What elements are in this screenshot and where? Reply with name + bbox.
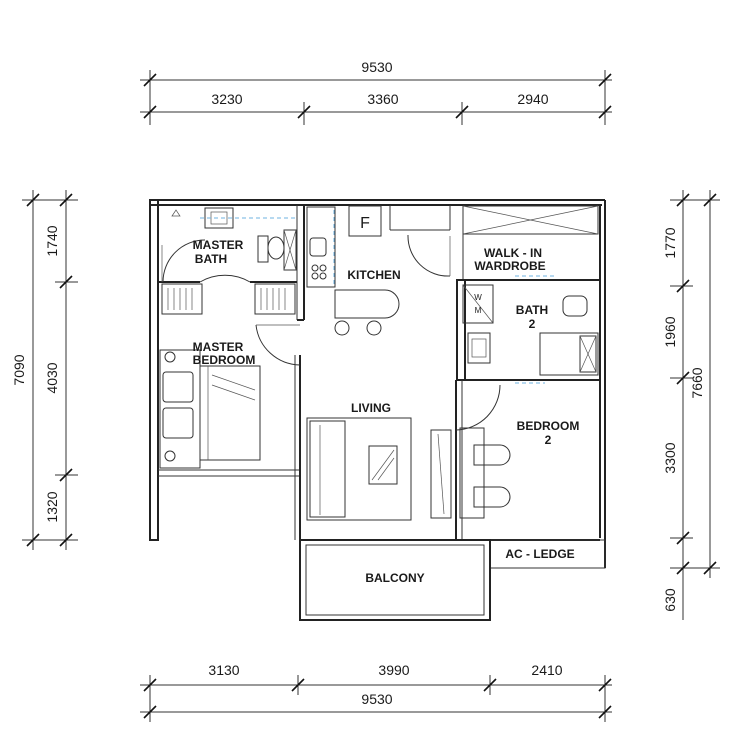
master-bath-walls xyxy=(158,239,297,283)
kitchen-fixtures xyxy=(306,205,451,336)
master-bedroom-door xyxy=(255,319,304,366)
top-dimension-1: 3230 xyxy=(211,91,242,107)
master-bed xyxy=(159,349,261,469)
walk-in-wardrobe-label-line1: WALK - IN xyxy=(484,246,542,260)
right-total-dimension: 7660 xyxy=(689,367,705,398)
bottom-dimension-lines xyxy=(140,675,612,722)
ac-ledge-label: AC - LEDGE xyxy=(505,547,574,561)
top-total-dimension: 9530 xyxy=(361,59,392,75)
master-bath-label-line1: MASTER xyxy=(193,238,244,252)
balcony-label: BALCONY xyxy=(365,571,424,585)
bath-2-fixtures xyxy=(456,279,600,384)
balcony-walls xyxy=(299,539,491,621)
bottom-dimension-2: 3990 xyxy=(378,662,409,678)
right-dimension-1: 1770 xyxy=(662,227,678,258)
bedroom-2-label-line2: 2 xyxy=(545,433,552,447)
right-dimension-2: 1960 xyxy=(662,316,678,347)
bath-2-label-line1: BATH xyxy=(516,303,548,317)
right-dimension-3: 3300 xyxy=(662,442,678,473)
left-dimension-3: 1320 xyxy=(44,491,60,522)
top-dimension-3: 2940 xyxy=(517,91,548,107)
right-dimension-4: 630 xyxy=(662,588,678,612)
right-dimension-lines xyxy=(670,190,720,620)
kitchen-label: KITCHEN xyxy=(347,268,400,282)
bedroom-2-label-line1: BEDROOM xyxy=(517,419,580,433)
bath-2-label-line2: 2 xyxy=(529,317,536,331)
living-label: LIVING xyxy=(351,401,391,415)
fridge-icon: F xyxy=(360,215,370,232)
master-bedroom-label-line2: BEDROOM xyxy=(193,353,256,367)
walk-in-wardrobe-label-line2: WARDROBE xyxy=(474,259,545,273)
exterior-walls xyxy=(149,199,606,568)
left-dimension-1: 1740 xyxy=(44,225,60,256)
top-dimension-lines xyxy=(140,70,612,125)
bottom-total-dimension: 9530 xyxy=(361,691,392,707)
living-furniture xyxy=(306,417,452,521)
left-dimension-lines xyxy=(22,190,78,550)
left-total-dimension: 7090 xyxy=(11,354,27,385)
master-fixtures xyxy=(161,207,297,315)
left-dimension-2: 4030 xyxy=(44,362,60,393)
bottom-dimension-3: 2410 xyxy=(531,662,562,678)
washer-icon: W xyxy=(474,293,482,302)
master-bedroom-label-line1: MASTER xyxy=(193,340,244,354)
master-bath-label-line2: BATH xyxy=(195,252,227,266)
top-dimension-2: 3360 xyxy=(367,91,398,107)
wardrobe-icon: M xyxy=(475,306,482,315)
walk-in-wardrobe-fixtures xyxy=(456,205,600,281)
bottom-dimension-1: 3130 xyxy=(208,662,239,678)
bedroom-2-furniture xyxy=(459,427,511,519)
